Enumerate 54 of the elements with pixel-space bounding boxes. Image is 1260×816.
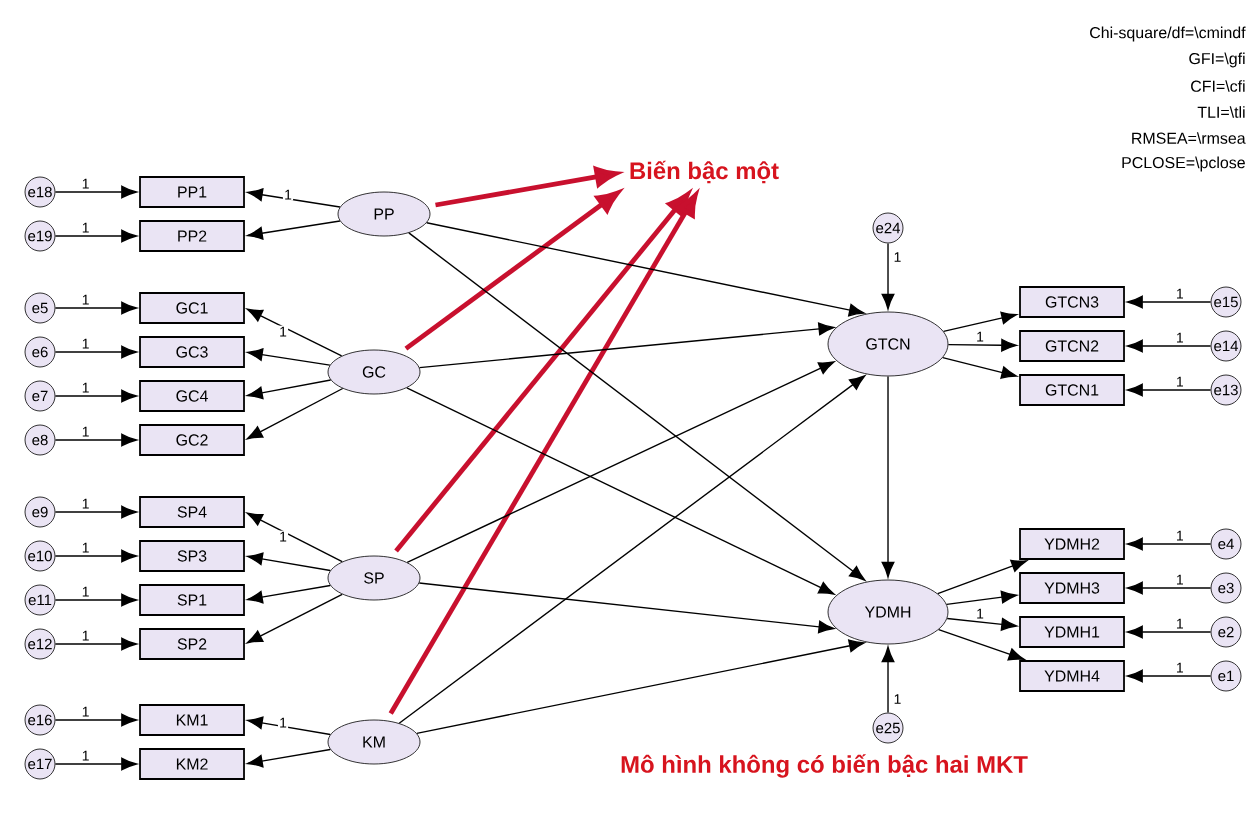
- arrow: [246, 188, 341, 208]
- arrow: [246, 379, 332, 400]
- arrow: [418, 582, 835, 634]
- annotation-text: Biến bậc một: [630, 160, 779, 184]
- arrow: [425, 222, 865, 317]
- arrow: [54, 345, 138, 359]
- arrow: [942, 311, 1018, 332]
- arrow: [1127, 581, 1212, 595]
- arrow: [1127, 537, 1212, 551]
- arrow: [947, 338, 1018, 352]
- arrow: [54, 389, 138, 403]
- arrow: [1127, 625, 1212, 639]
- arrow: [54, 301, 138, 315]
- arrow: [54, 505, 138, 519]
- arrow: [54, 433, 138, 447]
- arrow: [54, 637, 138, 651]
- arrow: [881, 646, 895, 714]
- caption: Mô hình không có biến bậc hai MKT: [621, 754, 1028, 778]
- arrow: [406, 361, 835, 564]
- annotation-arrow: [404, 190, 620, 351]
- arrow: [1127, 339, 1212, 353]
- arrow: [416, 639, 865, 735]
- arrow: [54, 229, 138, 243]
- arrow: [946, 590, 1018, 606]
- arrow: [1127, 669, 1212, 683]
- arrow: [246, 308, 343, 357]
- arrow: [246, 552, 331, 572]
- arrow: [408, 232, 866, 581]
- arrow: [418, 322, 835, 369]
- arrow: [54, 713, 138, 727]
- arrow: [246, 584, 331, 604]
- arrow: [54, 549, 138, 563]
- arrow: [881, 242, 895, 310]
- arrow: [1127, 295, 1212, 309]
- arrow: [246, 220, 341, 240]
- arrow: [246, 512, 343, 563]
- arrow: [881, 375, 895, 578]
- arrow: [398, 375, 866, 724]
- arrow: [942, 357, 1018, 379]
- arrow: [246, 348, 331, 366]
- annotation-arrow: [394, 192, 690, 553]
- arrow: [246, 716, 331, 736]
- arrow: [54, 757, 138, 771]
- arrow: [246, 387, 344, 440]
- arrow: [54, 185, 138, 199]
- arrow: [946, 617, 1018, 631]
- arrow: [938, 628, 1025, 661]
- arrow: [54, 593, 138, 607]
- arrow: [937, 559, 1028, 595]
- arrow: [1127, 383, 1212, 397]
- arrow: [246, 593, 343, 644]
- arrow: [246, 748, 331, 768]
- annotation-arrow: [388, 193, 698, 715]
- arrow: [406, 387, 835, 595]
